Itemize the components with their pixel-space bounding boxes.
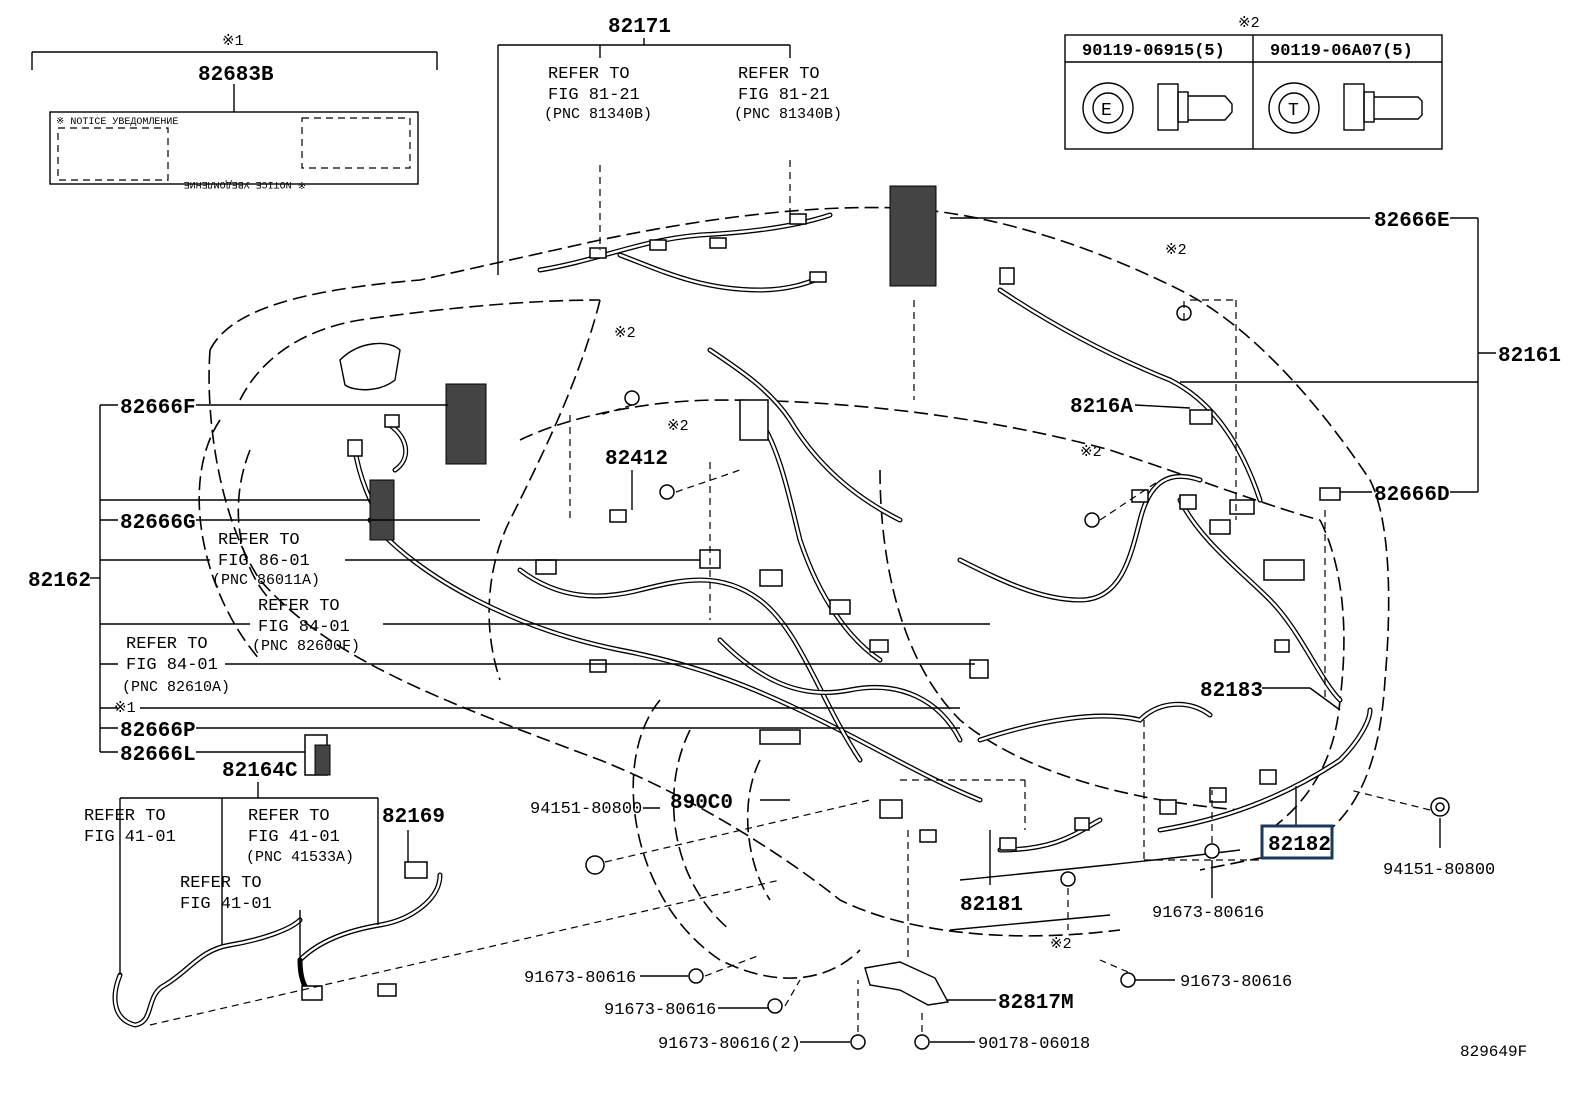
part-label-82666g: 82666G	[120, 512, 196, 535]
refer-line: REFER TO	[548, 65, 630, 84]
car-body-outline	[198, 206, 1390, 979]
rear-bumper-harness	[977, 701, 1373, 853]
note-mark: ※2	[1050, 936, 1072, 953]
note-mark: ※2	[1165, 242, 1187, 259]
refer-line: REFER TO	[218, 531, 300, 550]
part-label-82162: 82162	[28, 570, 91, 593]
note-mark: ※1	[222, 33, 244, 50]
refer-notes: REFER TO FIG 81-21 (PNC 81340B) REFER TO…	[84, 65, 842, 914]
part-label-82666f: 82666F	[120, 397, 196, 420]
part-label-8216a: 8216A	[1070, 396, 1133, 419]
refer-note-7: REFER TO FIG 41-01 (PNC 41533A)	[246, 807, 354, 866]
note-mark: ※1	[114, 700, 136, 717]
cowl-harness	[347, 414, 409, 541]
part-label-82164c: 82164C	[222, 760, 298, 783]
refer-note-2: REFER TO FIG 81-21 (PNC 81340B)	[734, 65, 842, 123]
refer-note-4: REFER TO FIG 84-01 (PNC 82600F)	[252, 597, 360, 655]
refer-line: (PNC 41533A)	[246, 849, 354, 866]
bolt-column-1: 90119-06915(5)	[1082, 42, 1225, 61]
refer-line: REFER TO	[248, 807, 330, 826]
refer-line: REFER TO	[84, 807, 166, 826]
part-label-82666d: 82666D	[1374, 484, 1450, 507]
refer-line: (PNC 86011A)	[212, 572, 320, 589]
part-label-82183: 82183	[1200, 680, 1263, 703]
part-label-82161: 82161	[1498, 345, 1561, 368]
refer-line: (PNC 82610A)	[122, 679, 230, 696]
fastener-labels: 94151-80800 94151-80800 91673-80616 9167…	[524, 800, 1495, 1054]
rear-body-harness	[957, 267, 1343, 703]
bolt-symbol-e: E	[1101, 101, 1112, 121]
diagram-code: 829649F	[1460, 1043, 1527, 1061]
refer-line: REFER TO	[258, 597, 340, 616]
bracket-82817m	[864, 961, 950, 1006]
refer-note-8: REFER TO FIG 41-01	[180, 874, 272, 914]
refer-line: FIG 86-01	[218, 552, 310, 571]
refer-note-6: REFER TO FIG 41-01	[84, 807, 176, 847]
note-mark: ※2	[667, 418, 689, 435]
bolt-column-2: 90119-06A07(5)	[1270, 42, 1413, 61]
part-label-82182: 82182	[1268, 834, 1331, 857]
note-marks: ※1 ※2 ※2 ※2 ※2 ※2 ※1 ※2	[114, 15, 1260, 953]
leader-lines	[31, 38, 1496, 1043]
refer-note-3: REFER TO FIG 86-01 (PNC 86011A)	[212, 531, 320, 589]
refer-line: FIG 84-01	[258, 618, 350, 637]
fastener-label: 90178-06018	[978, 1035, 1090, 1054]
part-labels: 82683B 82171 82666E 82161 8216A 82666D 8…	[28, 16, 1561, 1015]
part-label-82666p: 82666P	[120, 720, 196, 743]
main-floor-harness	[367, 347, 983, 843]
part-label-82412: 82412	[605, 448, 668, 471]
refer-line: (PNC 82600F)	[252, 638, 360, 655]
label-sticker: ※ NOTICE УВЕДОМЛЕНИЕ ※ NOTICE УВЕДОМЛЕНИ…	[49, 111, 419, 189]
part-label-82666e: 82666E	[1374, 210, 1450, 233]
sticker-text-top: ※ NOTICE УВЕДОМЛЕНИЕ	[56, 117, 178, 128]
refer-line: REFER TO	[126, 635, 208, 654]
fastener-label: 91673-80616	[1152, 904, 1264, 923]
part-label-890c0: 890C0	[670, 792, 733, 815]
part-label-82181: 82181	[960, 894, 1023, 917]
fastener-label: 94151-80800	[1383, 861, 1495, 880]
refer-line: FIG 41-01	[180, 895, 272, 914]
refer-line: FIG 41-01	[248, 828, 340, 847]
refer-line: REFER TO	[738, 65, 820, 84]
roof-harness	[537, 212, 833, 293]
note-mark: ※2	[1238, 15, 1260, 32]
fastener-label: 91673-80616	[524, 969, 636, 988]
abs-sensor-harness	[112, 861, 443, 1028]
refer-line: FIG 81-21	[548, 86, 640, 105]
part-label-82817m: 82817M	[998, 992, 1074, 1015]
part-label-82169: 82169	[382, 806, 445, 829]
highlight-box-82182	[1260, 824, 1334, 860]
refer-line: FIG 41-01	[84, 828, 176, 847]
bolt-table: 90119-06915(5) 90119-06A07(5) E T	[1064, 34, 1443, 150]
refer-note-5: REFER TO FIG 84-01 (PNC 82610A)	[122, 635, 230, 696]
fastener-label: 91673-80616	[1180, 973, 1292, 992]
note-mark: ※2	[1080, 444, 1102, 461]
refer-line: FIG 84-01	[126, 656, 218, 675]
refer-line: (PNC 81340B)	[734, 106, 842, 123]
fastener-label: 91673-80616(2)	[658, 1035, 801, 1054]
bolt-symbol-t: T	[1288, 101, 1299, 121]
part-label-82171: 82171	[608, 16, 671, 39]
note-mark: ※2	[614, 325, 636, 342]
refer-line: REFER TO	[180, 874, 262, 893]
part-label-82666l: 82666L	[120, 744, 196, 767]
part-label-82683b: 82683B	[198, 64, 274, 87]
refer-note-1: REFER TO FIG 81-21 (PNC 81340B)	[544, 65, 652, 123]
fastener-label: 91673-80616	[604, 1001, 716, 1020]
fastener-label: 94151-80800	[530, 800, 642, 819]
refer-line: (PNC 81340B)	[544, 106, 652, 123]
sticker-text-bottom: ※ NOTICE УВЕДОМЛЕНИЕ	[184, 178, 306, 189]
refer-line: FIG 81-21	[738, 86, 830, 105]
